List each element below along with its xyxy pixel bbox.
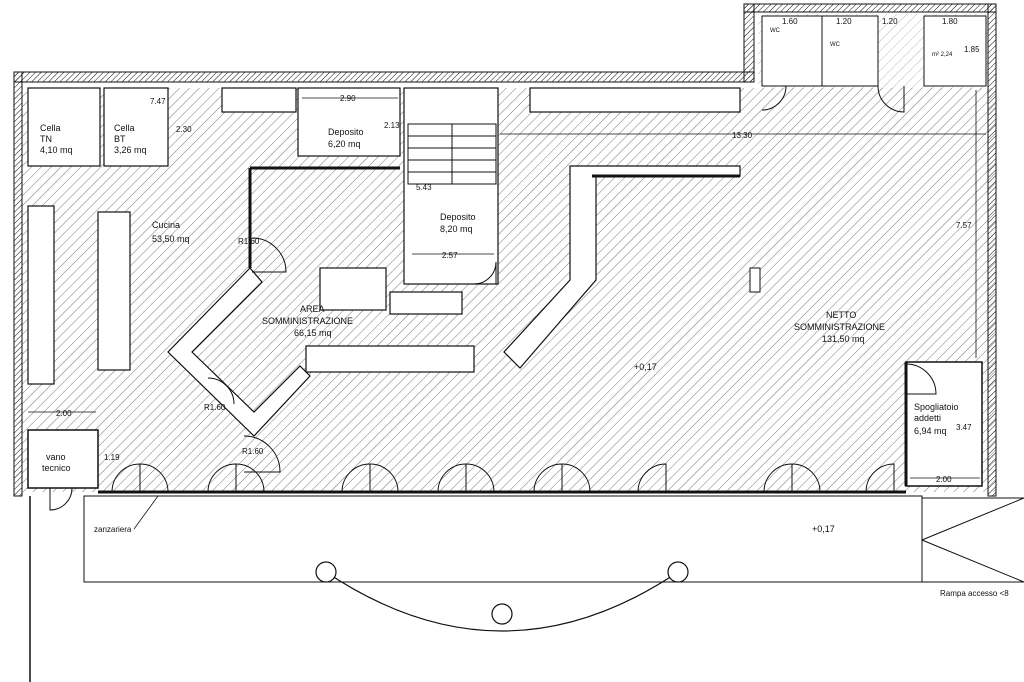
cella-bt-name: Cella [114,123,135,133]
dim-2-00-b: 2.00 [936,475,952,484]
area-somm-line1: AREA [300,304,325,314]
deposito-mid-area: 8,20 mq [440,224,473,234]
cucina-area: 53,50 mq [152,234,190,244]
interior-doors [49,85,937,511]
dim-3-47: 3.47 [956,423,972,432]
rampa-label: Rampa accesso <8 [940,589,1009,598]
deposito-mid-room [403,87,499,285]
room-labels: Cella TN 4,10 mq Cella BT 3,26 mq Deposi… [40,28,959,473]
dim-1-85: 1.85 [964,45,980,54]
netto-somm-line2: SOMMINISTRAZIONE [794,322,885,332]
dim-1-20-a: 1.20 [836,17,852,26]
dim-1-19: 1.19 [104,453,120,462]
cella-tn-code: TN [40,134,52,144]
cella-bt-area: 3,26 mq [114,145,147,155]
stair [407,123,497,185]
deposito-top-area: 6,20 mq [328,139,361,149]
wc2-label: WC [830,42,841,48]
dim-7-47: 7.47 [150,97,166,106]
outer-walls [13,3,997,497]
dim-2-13: 2.13 [384,121,400,130]
deposito-mid-name: Deposito [440,212,476,222]
wc-room-1 [761,15,823,87]
dim-1-60: 1.60 [782,17,798,26]
netto-somm-area: 131,50 mq [822,334,865,344]
deposito-top-room [297,87,401,157]
dim-1-80: 1.80 [942,17,958,26]
dim-7-57: 7.57 [956,221,972,230]
cella-bt-code: BT [114,134,126,144]
dimensions: 1.60 1.20 1.20 1.80 1.85 2.90 2.13 2.30 … [28,17,986,484]
dim-1-20-b: 1.20 [882,17,898,26]
dim-2-90: 2.90 [340,94,356,103]
dim-2-30: 2.30 [176,125,192,134]
partitions [248,166,908,486]
spogliatoio-room [905,361,983,487]
wc-room-2 [821,15,879,87]
spogliatoio-line1: Spogliatoio [914,402,959,412]
deposito-top-name: Deposito [328,127,364,137]
radius-label-2: R1.60 [204,403,226,412]
dim-2-00-a: 2.00 [56,409,72,418]
radius-labels: R1.60 R1.60 R1.60 [204,237,264,456]
wc1-label: WC [770,28,781,34]
radius-label-1: R1.60 [238,237,260,246]
vano-tecnico-room [27,429,99,489]
radius-label-3: R1.60 [242,447,264,456]
cella-tn-area: 4,10 mq [40,145,73,155]
wc3-label: m² 2,24 [932,52,953,58]
vano-tecnico-line2: tecnico [42,463,71,473]
area-somm-area: 66,15 mq [294,328,332,338]
cella-tn-name: Cella [40,123,61,133]
cella-bt-room [103,87,169,167]
dim-5-43: 5.43 [416,183,432,192]
level-inside: +0,17 [634,362,657,372]
floor-hatch [22,88,996,492]
area-somm-line2: SOMMINISTRAZIONE [262,316,353,326]
cucina-name: Cucina [152,220,180,230]
counters [27,87,741,437]
front-doors [111,463,895,493]
vano-tecnico-line1: vano [46,452,66,462]
terrace [29,495,1024,682]
dim-2-57: 2.57 [442,251,458,260]
wc-room-3 [923,15,987,87]
zanzariera-label: zanzariera [94,525,132,534]
spogliatoio-area: 6,94 mq [914,426,947,436]
dim-13-30: 13.30 [732,131,753,140]
level-outside: +0,17 [812,524,835,534]
cella-tn-room [27,87,101,167]
column [749,267,761,293]
netto-somm-line1: NETTO [826,310,856,320]
spogliatoio-line2: addetti [914,413,941,423]
